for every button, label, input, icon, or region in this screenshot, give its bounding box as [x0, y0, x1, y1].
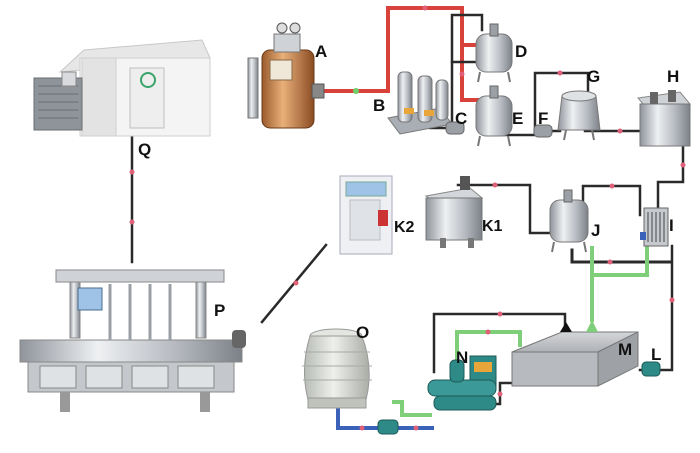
label-k2: K2 [394, 219, 415, 236]
label-k1: K1 [482, 218, 503, 235]
label-f: F [538, 109, 548, 128]
component-labels: A B C D E F G H I J K1 K2 L M N O P Q [138, 42, 679, 367]
label-h: H [667, 67, 679, 86]
water-pipe [336, 400, 384, 430]
label-b: B [373, 96, 385, 115]
ice-water-pool-m [511, 320, 639, 387]
label-j: J [591, 221, 600, 240]
ice-cream-machine-k2 [339, 175, 393, 255]
label-i: I [669, 216, 674, 235]
water-pump [377, 419, 399, 435]
cooling-pipe [392, 400, 432, 417]
storage-tank-g [557, 90, 601, 141]
homogenizer-h [637, 90, 691, 147]
label-a: A [315, 42, 327, 61]
label-e: E [512, 109, 523, 128]
label-m: M [618, 340, 632, 359]
plate-exchanger-i [640, 207, 669, 247]
label-l: L [651, 345, 661, 364]
mixing-tank-e [475, 85, 513, 147]
flow-markers [129, 5, 686, 431]
label-n: N [456, 348, 468, 367]
aging-tank-j [549, 189, 589, 253]
label-o: O [356, 323, 369, 342]
pump-f [533, 124, 553, 138]
mixing-tank-d [475, 23, 513, 83]
cooling-tower-o [302, 328, 372, 409]
pump-c [445, 121, 465, 135]
filling-machine-p [19, 269, 246, 412]
aging-tank-k1 [424, 176, 484, 248]
product-pipe [503, 71, 590, 137]
label-g: G [587, 67, 600, 86]
product-pipe [656, 143, 685, 210]
label-c: C [455, 109, 467, 128]
pump-l [641, 361, 661, 377]
product-pipe [581, 184, 642, 217]
steam-boiler-a [247, 22, 325, 129]
product-pipe [570, 248, 672, 264]
cold-room-q [33, 39, 211, 137]
label-q: Q [138, 140, 151, 159]
chiller-unit-n [427, 355, 497, 411]
label-d: D [515, 42, 527, 61]
filter-set-b [387, 71, 453, 135]
label-p: P [214, 301, 225, 320]
product-pipe [428, 13, 484, 130]
